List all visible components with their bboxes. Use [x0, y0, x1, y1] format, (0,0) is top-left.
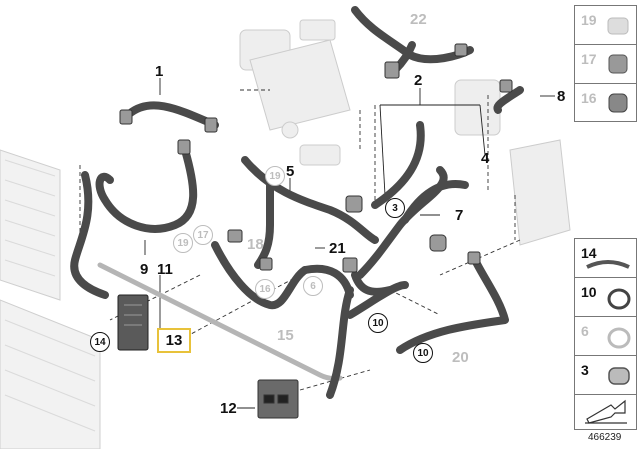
callout-16-circle: 16 — [255, 279, 275, 299]
callout-15: 15 — [277, 327, 294, 344]
hose-clamp-3-icon — [608, 367, 630, 385]
callout-8: 8 — [557, 88, 566, 105]
callout-10-circle-b: 10 — [413, 343, 433, 363]
callout-5: 5 — [286, 163, 295, 180]
legend-cell-16[interactable]: 16 — [575, 84, 636, 122]
callout-19-circle-a: 19 — [173, 233, 193, 253]
engine-ghost — [239, 19, 571, 246]
callout-7: 7 — [455, 207, 464, 224]
callout-22: 22 — [410, 11, 427, 28]
callout-4: 4 — [481, 150, 490, 167]
leader-solid — [144, 78, 555, 409]
callout-9: 9 — [140, 261, 149, 278]
hoses — [70, 6, 524, 399]
bracket-12 — [257, 379, 299, 419]
legend-cell-10[interactable]: 10 — [575, 278, 636, 317]
callout-19-circle-b: 19 — [265, 166, 285, 186]
legend-num-19: 19 — [581, 12, 597, 28]
legend-cell-14[interactable]: 14 — [575, 239, 636, 278]
legend-cell-3[interactable]: 3 — [575, 356, 636, 395]
legend-num-16: 16 — [581, 90, 597, 106]
callout-18: 18 — [247, 236, 264, 253]
callout-21: 21 — [329, 240, 346, 257]
navigate-arrow-icon — [585, 399, 627, 424]
callout-14-circle: 14 — [90, 332, 110, 352]
legend-cell-17[interactable]: 17 — [575, 45, 636, 84]
clip-19-icon — [607, 17, 629, 35]
cable-tie-14-icon — [586, 260, 630, 269]
module-14 — [117, 294, 149, 351]
legend-num-14: 14 — [581, 245, 597, 261]
legend-cell-arrow[interactable] — [575, 395, 636, 429]
parts-legend-top: 19 17 16 — [574, 5, 637, 122]
connector-17-icon — [608, 54, 628, 74]
callout-10-circle-a: 10 — [368, 313, 388, 333]
legend-num-3: 3 — [581, 362, 589, 378]
legend-cell-19[interactable]: 19 — [575, 6, 636, 45]
callout-2: 2 — [414, 72, 423, 89]
callout-12: 12 — [220, 400, 237, 417]
callout-11: 11 — [157, 261, 173, 278]
legend-cell-6[interactable]: 6 — [575, 317, 636, 356]
legend-num-17: 17 — [581, 51, 597, 67]
callout-3-circle: 3 — [385, 198, 405, 218]
radiator-ghost — [0, 149, 101, 449]
callout-13-highlighted[interactable]: 13 — [157, 328, 191, 353]
clamps — [119, 43, 513, 273]
legend-num-6: 6 — [581, 323, 589, 339]
callout-17-circle: 17 — [193, 225, 213, 245]
hose-clamp-6-icon — [607, 327, 631, 349]
legend-num-10: 10 — [581, 284, 597, 300]
parts-legend-bottom: 14 10 6 3 — [574, 238, 637, 430]
connector-16-icon — [608, 93, 628, 113]
callout-6-circle: 6 — [303, 276, 323, 296]
callout-1: 1 — [155, 63, 164, 80]
callout-20: 20 — [452, 349, 469, 366]
hose-clamp-10-icon — [607, 288, 631, 310]
diagram-reference-number: 466239 — [588, 432, 622, 443]
